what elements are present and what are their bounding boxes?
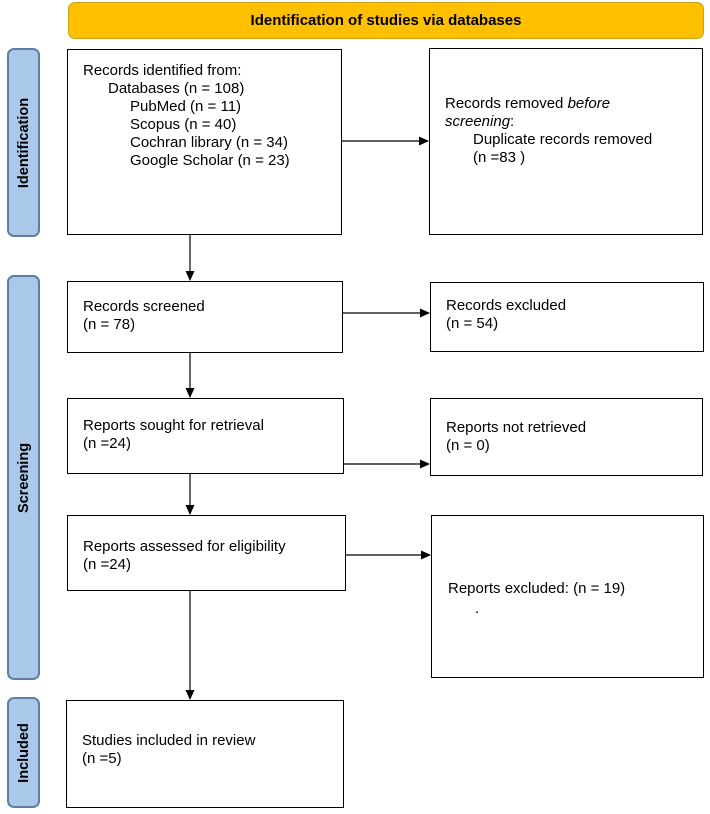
reports-not-retrieved-box: Reports not retrieved (n = 0) [430, 398, 703, 476]
records-removed-box: Records removed before screening: Duplic… [429, 48, 703, 235]
records-screened-box: Records screened (n = 78) [67, 281, 343, 353]
phase-screening: Screening [7, 275, 40, 680]
identification-header: Identification of studies via databases [68, 2, 704, 39]
databases-count: Databases (n = 108) [108, 80, 245, 97]
reports-excluded-dot: . [475, 600, 480, 617]
source-cochran: Cochran library (n = 34) [130, 134, 288, 151]
reports-assessed-title: Reports assessed for eligibility [83, 538, 286, 555]
studies-included-box: Studies included in review (n =5) [66, 700, 344, 808]
source-google-scholar: Google Scholar (n = 23) [130, 152, 290, 169]
phase-included: Included [7, 697, 40, 808]
phase-identification: Identification [7, 48, 40, 237]
studies-included-title: Studies included in review [82, 732, 256, 749]
records-removed-title-suffix: screening: [445, 113, 515, 130]
reports-assessed-count: (n =24) [83, 556, 131, 573]
records-excluded-count: (n = 54) [446, 315, 499, 332]
duplicate-records-label: Duplicate records removed [473, 131, 653, 148]
source-pubmed: PubMed (n = 11) [130, 98, 242, 115]
reports-not-retrieved-count: (n = 0) [446, 437, 490, 454]
records-screened-title: Records screened [83, 298, 205, 315]
reports-sought-count: (n =24) [83, 435, 131, 452]
records-identified-box: Records identified from: Databases (n = … [67, 49, 342, 235]
reports-sought-box: Reports sought for retrieval (n =24) [67, 398, 344, 474]
records-removed-title: Records removed before [445, 95, 611, 112]
records-screened-count: (n = 78) [83, 316, 136, 333]
source-scopus: Scopus (n = 40) [130, 116, 237, 133]
header-title: Identification of studies via databases [250, 12, 522, 29]
records-excluded-box: Records excluded (n = 54) [430, 282, 704, 352]
reports-excluded-box: Reports excluded: (n = 19) . [431, 515, 704, 678]
reports-not-retrieved-title: Reports not retrieved [446, 419, 587, 436]
records-identified-title: Records identified from: [83, 62, 242, 79]
records-excluded-title: Records excluded [446, 297, 567, 314]
reports-assessed-box: Reports assessed for eligibility (n =24) [67, 515, 346, 591]
duplicate-records-count: (n =83 ) [473, 149, 526, 166]
reports-excluded-title: Reports excluded: (n = 19) [448, 580, 626, 597]
reports-sought-title: Reports sought for retrieval [83, 417, 264, 434]
studies-included-count: (n =5) [82, 750, 122, 767]
